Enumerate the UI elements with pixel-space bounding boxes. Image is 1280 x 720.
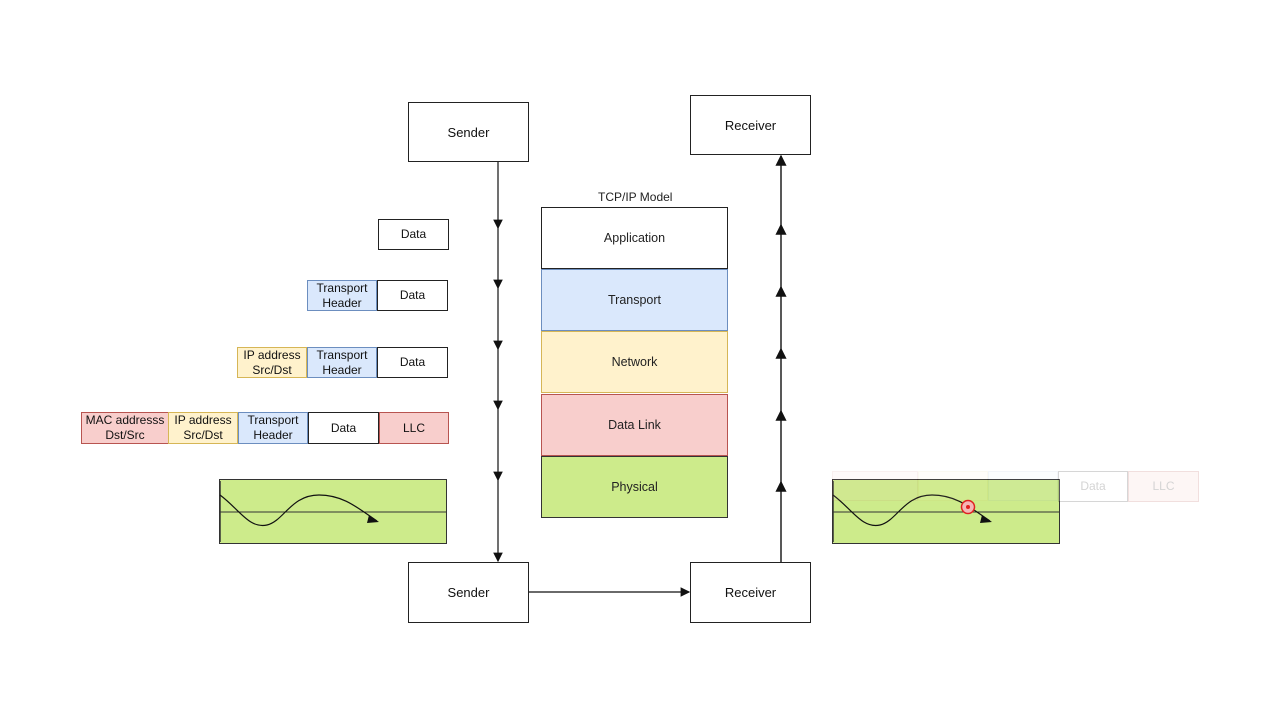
receiver-bottom-node[interactable]: Receiver	[690, 562, 811, 623]
row1-data[interactable]: Data	[378, 219, 449, 250]
row3-ip-header[interactable]: IP address Src/Dst	[237, 347, 307, 378]
row3-transport-header[interactable]: Transport Header	[307, 347, 377, 378]
faded-data: Data	[1058, 471, 1128, 502]
row2-transport-header[interactable]: Transport Header	[307, 280, 377, 311]
faded-ip-header	[918, 471, 988, 501]
sender-bottom-node[interactable]: Sender	[408, 562, 529, 623]
row2-data[interactable]: Data	[377, 280, 448, 311]
model-title: TCP/IP Model	[598, 190, 673, 204]
layer-network[interactable]: Network	[541, 331, 728, 393]
receiver-top-node[interactable]: Receiver	[690, 95, 811, 155]
row4-llc-trailer[interactable]: LLC	[379, 412, 449, 444]
layer-application[interactable]: Application	[541, 207, 728, 269]
faded-llc: LLC	[1128, 471, 1199, 502]
row4-ip-header[interactable]: IP address Src/Dst	[168, 412, 238, 444]
sender-top-node[interactable]: Sender	[408, 102, 529, 162]
faded-transport-header	[988, 471, 1058, 501]
signal-wave-right[interactable]	[832, 479, 1060, 544]
layer-transport[interactable]: Transport	[541, 269, 728, 331]
row3-data[interactable]: Data	[377, 347, 448, 378]
row4-data[interactable]: Data	[308, 412, 379, 444]
faded-mac-header	[832, 471, 918, 501]
row4-transport-header[interactable]: Transport Header	[238, 412, 308, 444]
layer-data-link[interactable]: Data Link	[541, 394, 728, 456]
layer-physical[interactable]: Physical	[541, 456, 728, 518]
signal-wave-left[interactable]	[219, 479, 447, 544]
cursor-pointer-icon	[960, 499, 976, 515]
row4-mac-header[interactable]: MAC addresss Dst/Src	[81, 412, 169, 444]
